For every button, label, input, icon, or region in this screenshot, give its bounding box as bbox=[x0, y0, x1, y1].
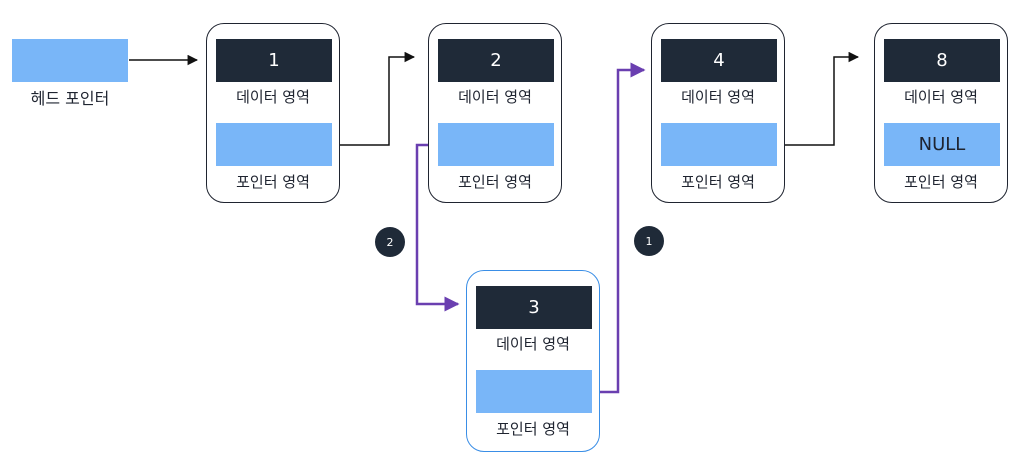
node-data-label: 데이터 영역 bbox=[904, 88, 978, 106]
node-pointer-box bbox=[476, 370, 592, 413]
node-3-inserted: 3 데이터 영역 포인터 영역 bbox=[466, 270, 600, 452]
node-pointer-box-null: NULL bbox=[884, 123, 1000, 166]
node-4: 4 데이터 영역 포인터 영역 bbox=[651, 23, 785, 203]
arrow-node-4-to-node-8 bbox=[765, 51, 860, 146]
node-pointer-box bbox=[216, 123, 332, 166]
step-badge-1: 1 bbox=[634, 226, 664, 256]
node-pointer-label: 포인터 영역 bbox=[496, 420, 570, 438]
node-8: 8 데이터 영역 NULL 포인터 영역 bbox=[874, 23, 1008, 203]
node-pointer-label: 포인터 영역 bbox=[681, 173, 755, 191]
node-data-label: 데이터 영역 bbox=[458, 88, 532, 106]
node-pointer-box bbox=[661, 123, 777, 166]
head-pointer-label: 헤드 포인터 bbox=[30, 89, 110, 108]
node-1: 1 데이터 영역 포인터 영역 bbox=[206, 23, 340, 203]
node-data-box: 2 bbox=[438, 39, 554, 82]
node-pointer-label: 포인터 영역 bbox=[458, 173, 532, 191]
node-data-box: 8 bbox=[884, 39, 1000, 82]
node-data-label: 데이터 영역 bbox=[681, 88, 755, 106]
node-2: 2 데이터 영역 포인터 영역 bbox=[428, 23, 562, 203]
node-data-box: 1 bbox=[216, 39, 332, 82]
node-data-box: 3 bbox=[476, 286, 592, 329]
node-data-label: 데이터 영역 bbox=[236, 88, 310, 106]
node-pointer-label: 포인터 영역 bbox=[236, 173, 310, 191]
node-pointer-label: 포인터 영역 bbox=[904, 173, 978, 191]
arrow-node-1-to-node-2 bbox=[321, 51, 416, 146]
node-data-box: 4 bbox=[661, 39, 777, 82]
node-pointer-box bbox=[438, 123, 554, 166]
node-data-label: 데이터 영역 bbox=[496, 335, 570, 353]
step-badge-2: 2 bbox=[375, 227, 405, 257]
head-pointer-box bbox=[12, 39, 128, 82]
